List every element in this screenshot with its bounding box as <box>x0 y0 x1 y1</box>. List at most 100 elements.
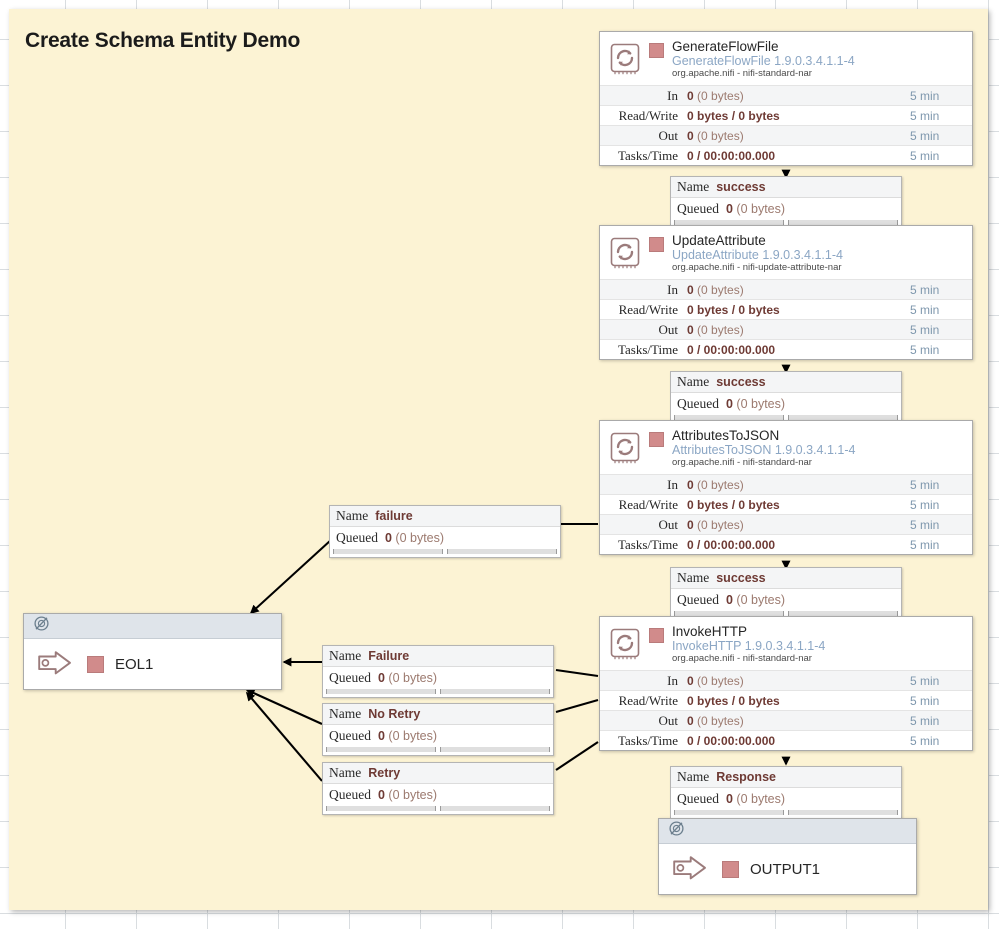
transmission-disabled-icon <box>33 615 50 637</box>
status-indicator-stopped <box>649 237 664 252</box>
processor-names: UpdateAttribute UpdateAttribute 1.9.0.3.… <box>672 233 966 273</box>
processor-icon <box>608 235 642 269</box>
queue-gauge-size <box>788 220 898 225</box>
queue-gauges <box>671 809 901 818</box>
output-port-output1[interactable]: OUTPUT1 <box>658 818 917 895</box>
processor-updateattribute[interactable]: UpdateAttribute UpdateAttribute 1.9.0.3.… <box>599 225 973 360</box>
queue-gauge-count <box>326 689 436 694</box>
connection-name-value: success <box>716 180 766 194</box>
stat-time-in: 5 min <box>910 673 940 688</box>
connection-queued-value: 0 (0 bytes) <box>377 670 438 685</box>
queue-gauges <box>323 688 553 697</box>
connection-name-key: Name <box>677 769 710 784</box>
transmission-disabled-icon <box>668 820 685 842</box>
stat-time-readwrite: 5 min <box>910 693 940 708</box>
processor-names: InvokeHTTP InvokeHTTP 1.9.0.3.4.1.1-4 or… <box>672 624 966 664</box>
queue-gauge-count <box>674 611 784 616</box>
processor-type: UpdateAttribute 1.9.0.3.4.1.1-4 <box>672 248 843 263</box>
connection-name-row: Name Failure <box>323 646 553 667</box>
stat-value-readwrite: 0 bytes / 0 bytes <box>687 693 780 708</box>
connection-name-key: Name <box>329 706 362 721</box>
connection-name-row: Name success <box>671 568 901 589</box>
processor-bundle: org.apache.nifi - nifi-standard-nar <box>672 457 812 469</box>
stat-row-in: In 0 (0 bytes) 5 min <box>600 474 972 494</box>
stat-row-readwrite: Read/Write 0 bytes / 0 bytes 5 min <box>600 494 972 514</box>
status-indicator-stopped <box>649 628 664 643</box>
queue-gauge-count <box>326 806 436 811</box>
processor-type: AttributesToJSON 1.9.0.3.4.1.1-4 <box>672 443 856 458</box>
stat-row-in: In 0 (0 bytes) 5 min <box>600 85 972 105</box>
stat-label-out: Out <box>658 127 679 143</box>
connection-queued-row: Queued 0 (0 bytes) <box>671 589 901 610</box>
connection-queued-row: Queued 0 (0 bytes) <box>671 788 901 809</box>
port-header <box>24 614 281 639</box>
stat-label-tasks: Tasks/Time <box>617 536 678 552</box>
stat-value-tasks: 0 / 00:00:00.000 <box>687 148 776 163</box>
stat-value-readwrite: 0 bytes / 0 bytes <box>687 302 780 317</box>
connection-label-retry[interactable]: Name Retry Queued 0 (0 bytes) <box>322 762 554 815</box>
connection-label-success-1[interactable]: Name success Queued 0 (0 bytes) <box>670 176 902 229</box>
processor-attributestojson[interactable]: AttributesToJSON AttributesToJSON 1.9.0.… <box>599 420 973 555</box>
connection-queued-key: Queued <box>677 591 719 607</box>
processor-names: GenerateFlowFile GenerateFlowFile 1.9.0.… <box>672 39 966 79</box>
connection-queued-key: Queued <box>677 200 719 216</box>
queue-gauge-count <box>326 747 436 752</box>
connection-label-no-retry[interactable]: Name No Retry Queued 0 (0 bytes) <box>322 703 554 756</box>
output-port-icon <box>37 649 73 679</box>
connection-queued-value: 0 (0 bytes) <box>725 592 786 607</box>
port-name: EOL1 <box>115 655 154 673</box>
connection-queued-value: 0 (0 bytes) <box>725 201 786 216</box>
connection-label-success-2[interactable]: Name success Queued 0 (0 bytes) <box>670 371 902 424</box>
stat-value-readwrite: 0 bytes / 0 bytes <box>687 497 780 512</box>
stat-label-out: Out <box>658 321 679 337</box>
stat-label-readwrite: Read/Write <box>618 692 678 708</box>
stat-label-readwrite: Read/Write <box>618 496 678 512</box>
port-name: OUTPUT1 <box>750 860 821 878</box>
stat-time-in: 5 min <box>910 477 940 492</box>
connection-label-success-3[interactable]: Name success Queued 0 (0 bytes) <box>670 567 902 620</box>
queue-gauge-size <box>788 810 898 815</box>
connection-name-row: Name failure <box>330 506 560 527</box>
status-indicator-stopped <box>649 43 664 58</box>
processor-header: InvokeHTTP InvokeHTTP 1.9.0.3.4.1.1-4 or… <box>600 617 972 670</box>
stat-row-tasks: Tasks/Time 0 / 00:00:00.000 5 min <box>600 534 972 554</box>
processor-invokehttp[interactable]: InvokeHTTP InvokeHTTP 1.9.0.3.4.1.1-4 or… <box>599 616 973 751</box>
stat-time-readwrite: 5 min <box>910 302 940 317</box>
stat-value-in: 0 (0 bytes) <box>687 282 744 297</box>
connection-queued-key: Queued <box>329 727 371 743</box>
queue-gauge-size <box>447 549 557 554</box>
queue-gauge-count <box>333 549 443 554</box>
connection-name-key: Name <box>677 179 710 194</box>
connection-label-failure[interactable]: Name failure Queued 0 (0 bytes) <box>329 505 561 558</box>
stat-row-out: Out 0 (0 bytes) 5 min <box>600 125 972 145</box>
processor-name: InvokeHTTP <box>672 624 748 639</box>
stat-time-out: 5 min <box>910 517 940 532</box>
queue-gauges <box>330 548 560 557</box>
connection-name-value: failure <box>375 509 413 523</box>
stat-time-tasks: 5 min <box>910 342 940 357</box>
connection-name-value: success <box>716 375 766 389</box>
connection-queued-value: 0 (0 bytes) <box>725 791 786 806</box>
output-port-eol1[interactable]: EOL1 <box>23 613 282 690</box>
connection-label-response[interactable]: Name Response Queued 0 (0 bytes) <box>670 766 902 819</box>
connection-name-key: Name <box>336 508 369 523</box>
stat-label-tasks: Tasks/Time <box>617 341 678 357</box>
queue-gauge-size <box>788 611 898 616</box>
connection-name-value: Failure <box>368 649 410 663</box>
stat-label-readwrite: Read/Write <box>618 301 678 317</box>
stat-value-out: 0 (0 bytes) <box>687 517 744 532</box>
connection-name-value: No Retry <box>368 707 421 721</box>
processor-type: InvokeHTTP 1.9.0.3.4.1.1-4 <box>672 639 826 654</box>
connection-name-row: Name success <box>671 372 901 393</box>
queue-gauges <box>671 414 901 423</box>
processor-icon <box>608 41 642 75</box>
processor-generateflowfile[interactable]: GenerateFlowFile GenerateFlowFile 1.9.0.… <box>599 31 973 166</box>
port-body: OUTPUT1 <box>659 844 916 894</box>
port-header <box>659 819 916 844</box>
stat-row-tasks: Tasks/Time 0 / 00:00:00.000 5 min <box>600 730 972 750</box>
queue-gauge-size <box>788 415 898 420</box>
connection-label-failure-invokehttp[interactable]: Name Failure Queued 0 (0 bytes) <box>322 645 554 698</box>
queue-gauge-count <box>674 220 784 225</box>
connection-name-key: Name <box>677 570 710 585</box>
queue-gauge-size <box>440 689 550 694</box>
